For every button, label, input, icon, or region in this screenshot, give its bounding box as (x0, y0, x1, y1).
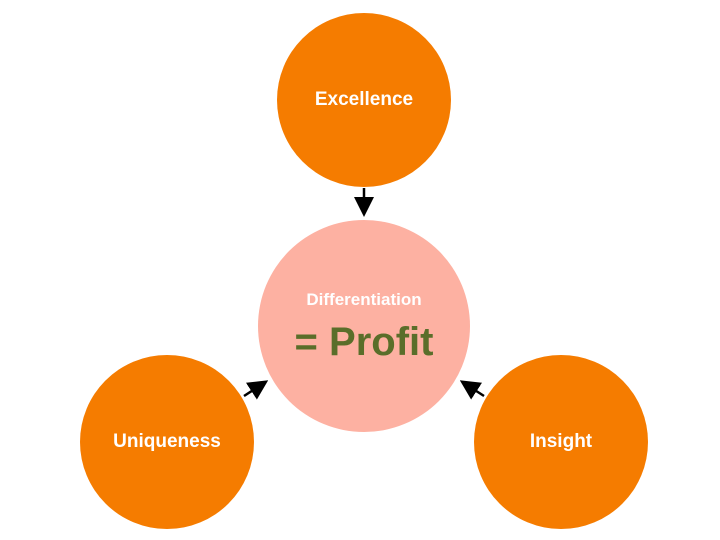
uniqueness-label: Uniqueness (113, 431, 221, 452)
excellence-label: Excellence (314, 89, 414, 110)
insight-label: Insight (529, 431, 593, 452)
excellence-node: Excellence (277, 13, 451, 187)
arrow-uniqueness-to-center (243, 380, 269, 400)
insight-node: Insight (474, 355, 648, 529)
differentiation-label: Differentiation (306, 290, 422, 309)
uniqueness-node: Uniqueness (80, 355, 254, 529)
arrow-insight-to-center (459, 380, 485, 400)
profit-label: = Profit (294, 320, 434, 364)
differentiation-node: Differentiation = Profit (258, 220, 470, 432)
